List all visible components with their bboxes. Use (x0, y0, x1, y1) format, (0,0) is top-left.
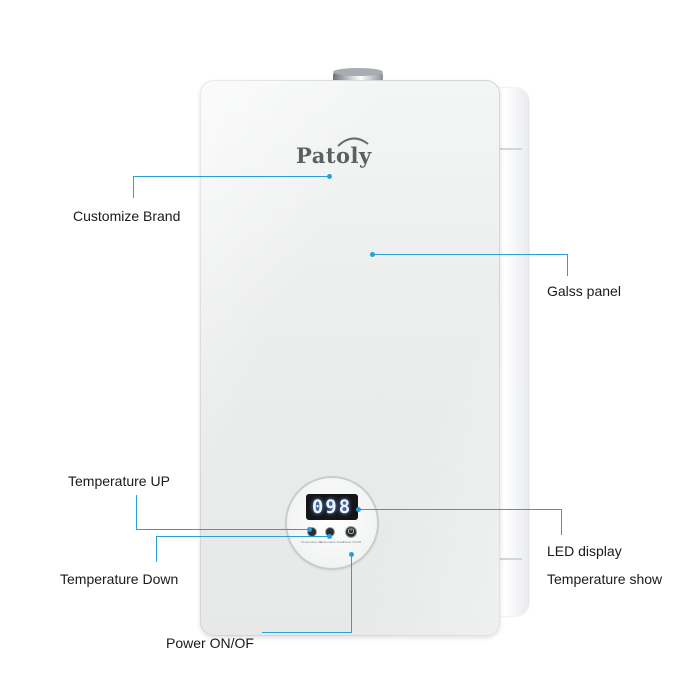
power-callout-line (351, 554, 352, 632)
callout-customize-brand: Customize Brand (73, 208, 181, 224)
led-display: 098 (306, 494, 358, 520)
temp-down-callout-dot (327, 534, 332, 539)
callout-temperature-show: Temperature show (547, 571, 663, 587)
callout-led-display: LED display (547, 543, 622, 559)
callout-temperature-down: Temperature Down (60, 571, 179, 587)
temp-down-callout-line (156, 536, 157, 562)
temperature-up-button[interactable] (308, 528, 316, 536)
temperature-down-button[interactable] (326, 528, 334, 536)
flue-pipe-top (333, 68, 383, 76)
temp-up-callout-line (136, 529, 308, 530)
power-button[interactable]: ⏻ (346, 527, 356, 537)
power-label: Power On/Off (343, 540, 362, 544)
brand-callout-line (133, 176, 134, 198)
temperature-down-label: Temperature Down (319, 540, 345, 544)
temperature-up-label: Temperature Up (301, 540, 323, 544)
callout-glass-panel: Galss panel (547, 283, 621, 299)
control-panel (287, 478, 377, 568)
callout-power: Power ON/OF (166, 635, 254, 651)
temp-down-callout-line (156, 536, 328, 537)
glass-callout-line (372, 254, 568, 255)
led-callout-line (561, 509, 562, 535)
temp-up-callout-dot (307, 527, 312, 532)
glass-callout-line (567, 254, 568, 276)
led-digits: 098 (311, 496, 353, 518)
callout-temperature-up: Temperature UP (68, 473, 170, 489)
brand-callout-dot (327, 174, 332, 179)
brand-arc-icon (337, 137, 369, 147)
power-callout-line (262, 632, 352, 633)
led-callout-line (358, 509, 562, 510)
temp-up-callout-line (136, 495, 137, 529)
brand-callout-line (133, 176, 329, 177)
brand-logo: Patoly (296, 143, 372, 168)
